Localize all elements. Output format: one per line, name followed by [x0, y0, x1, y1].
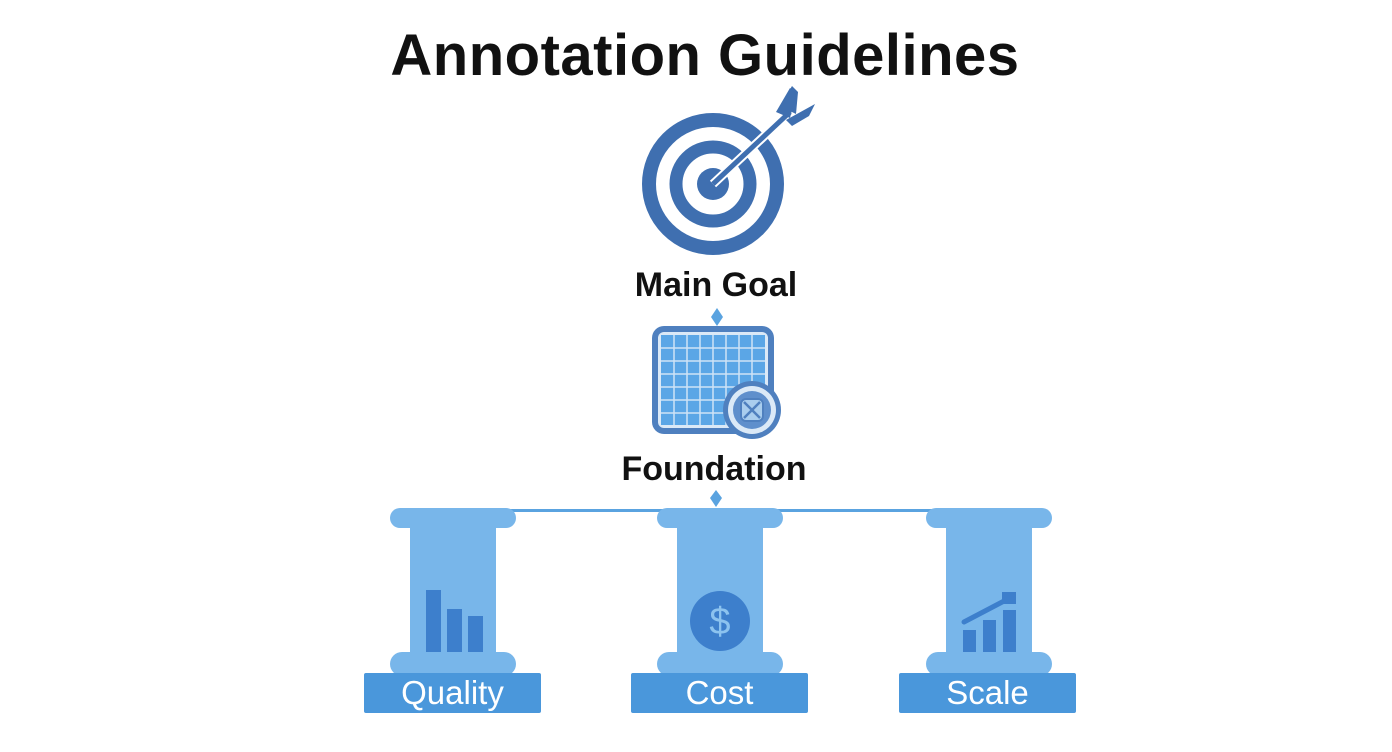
grid-panel-icon: [652, 326, 781, 439]
connector-diamond-icon: [710, 490, 722, 507]
pillar-scale: [926, 508, 1052, 676]
svg-text:$: $: [709, 601, 730, 643]
target-arrow-icon: [642, 86, 815, 255]
diagram-title: Annotation Guidelines: [390, 23, 1020, 88]
pillar-label-cost: Cost: [631, 673, 808, 713]
foundation-label: Foundation: [621, 450, 807, 488]
connector-diamond-icon: [711, 308, 723, 326]
dollar-coin-icon: $: [690, 591, 750, 651]
pillar-label-scale: Scale: [899, 673, 1076, 713]
pillar-label-quality: Quality: [364, 673, 541, 713]
main-goal-label: Main Goal: [634, 266, 798, 304]
growth-chart-icon: [961, 592, 1016, 652]
bar-chart-icon: [426, 590, 483, 652]
